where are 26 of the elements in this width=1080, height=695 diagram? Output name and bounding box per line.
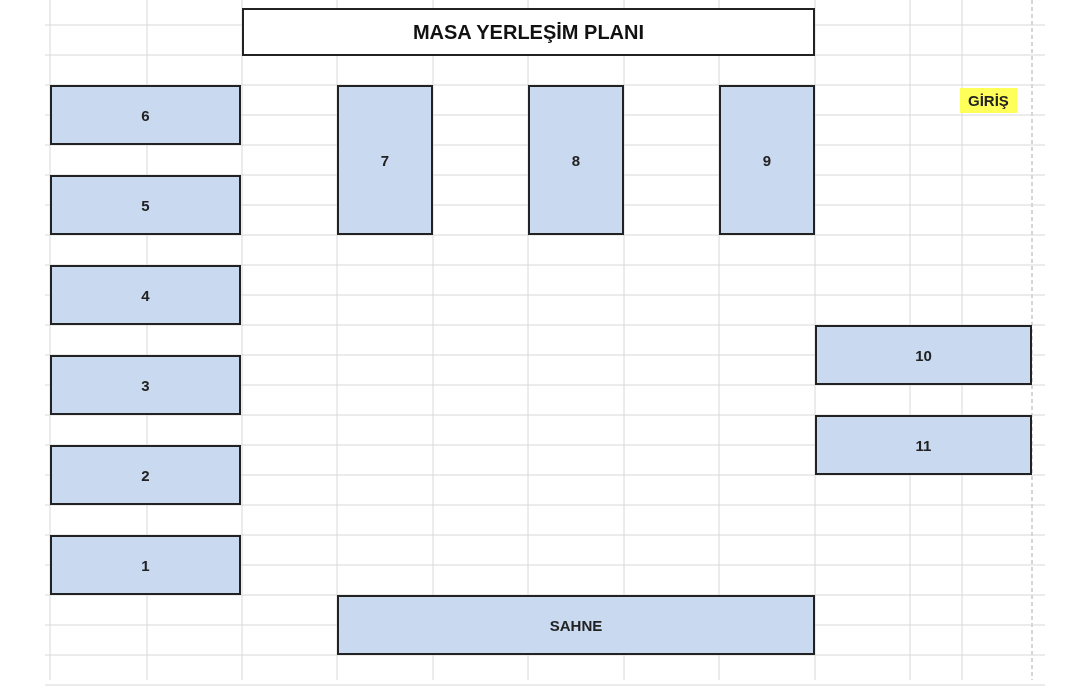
table-number: 8 (571, 151, 581, 169)
table-box (50, 265, 241, 325)
table-number: 6 (141, 106, 150, 124)
table-box (719, 85, 815, 235)
table-number: 9 (762, 151, 772, 169)
table-box (337, 85, 433, 235)
table-number: 4 (141, 286, 150, 304)
title-box: MASA YERLEŞİM PLANI (242, 8, 815, 56)
table-box (528, 85, 624, 235)
table-box (50, 175, 241, 235)
table-number: 3 (141, 376, 150, 394)
table-box (50, 535, 241, 595)
table-box (50, 445, 241, 505)
table-number: 11 (915, 436, 932, 454)
table-number: 7 (380, 151, 390, 169)
table-number: 1 (141, 556, 150, 574)
table-number: 2 (141, 466, 150, 484)
table-box (50, 85, 241, 145)
table-box (50, 355, 241, 415)
table-box (815, 415, 1032, 475)
table-number: SAHNE (549, 616, 603, 634)
table-number: 5 (141, 196, 150, 214)
entrance-label: GİRİŞ (960, 88, 1017, 113)
table-box (815, 325, 1032, 385)
table-number: 10 (915, 346, 932, 364)
stage-box (337, 595, 815, 655)
